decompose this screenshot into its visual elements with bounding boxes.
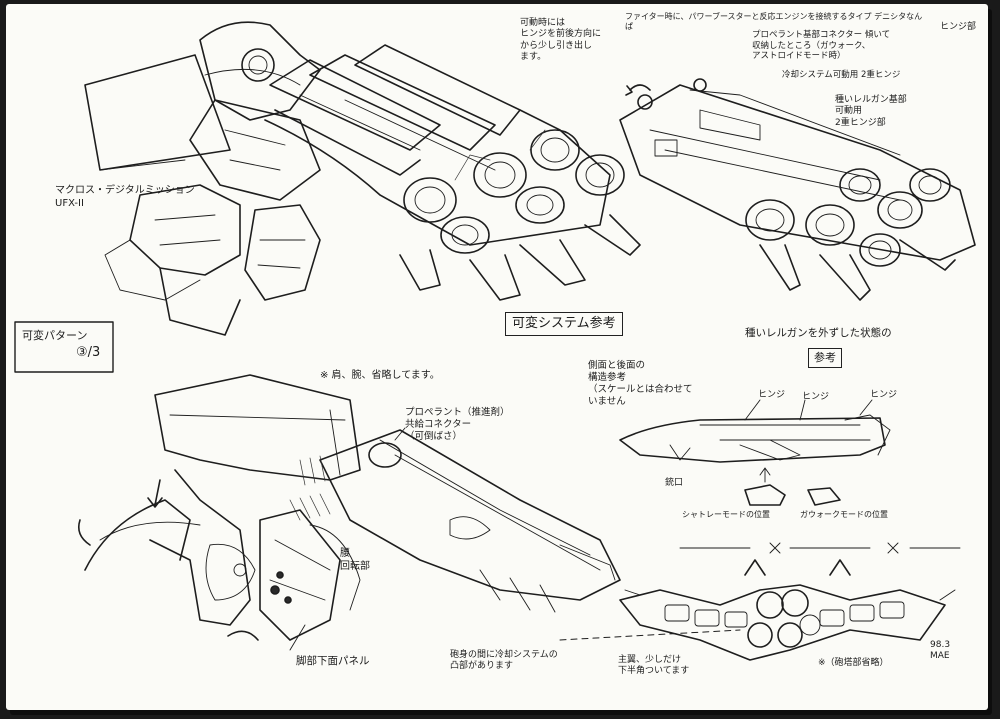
note-top: ファイター時に、パワーブースターと反応エンジンを接続するタイプ デニシタなんぱ: [625, 12, 923, 31]
note-cooling-between: 砲身の間に冷却システムの 凸部があります: [450, 650, 558, 672]
rear-view-sketch: [559, 559, 956, 661]
note-removed-ref: 参考: [808, 348, 842, 368]
note-barrel: 銃口: [665, 478, 684, 488]
joint-closeup-sketch: [77, 374, 621, 651]
main-unit-sketch: [84, 21, 641, 336]
note-hinge-c: ヒンジ: [870, 390, 898, 400]
note-propellant2: プロペラント（推進剤） 共給コネクター （可倒ばさ）: [405, 407, 510, 442]
pattern-number: ③/3: [76, 345, 101, 360]
note-hinge-b: ヒンジ: [802, 392, 830, 402]
pattern-label: 可変パターン: [22, 329, 88, 342]
note-leg-panel: 脚部下面パネル: [296, 655, 370, 667]
note-propellant: プロペラント基部コネクター 傾いて 収納したところ（ガウォーク、 アストロイドモ…: [752, 30, 891, 62]
signature: 98.3 MAE: [930, 640, 951, 662]
system-ref-label: 可変システム参考: [505, 312, 623, 337]
note-cooling: 冷却システム可動用 2重ヒンジ: [782, 70, 901, 80]
note-hinge-part: ヒンジ部: [940, 22, 977, 32]
side-profile-sketch: [619, 399, 961, 554]
stowed-unit-sketch: [619, 78, 976, 301]
note-side-rear: 側面と後面の 構造参考 （スケールとは合わせて いません: [588, 360, 693, 407]
note-removed: 種いレルガンを外ずした状態の: [745, 327, 892, 339]
note-waist: 腰 回転部: [340, 548, 370, 572]
note-heavy: 種いレルガン基部 可動用 2重ヒンジ部: [835, 95, 907, 128]
note-topleft: 可動時には ヒンジを前後方向に から少し引き出し ます。: [520, 18, 602, 62]
note-shutter: シャトレーモードの位置: [682, 510, 770, 519]
title-note: マクロス・デジタルミッション UFX-II: [55, 185, 195, 209]
note-omit: ※ 肩、腕、省略してます。: [320, 370, 440, 381]
pattern-box: 可変パターン ③/3: [18, 325, 112, 369]
note-gawalk: ガウォークモードの位置: [800, 510, 888, 519]
note-hinge-a: ヒンジ: [758, 390, 786, 400]
note-main-wing: 主翼、少しだけ 下半角ついてます: [618, 655, 690, 677]
note-gun-ref: ※（砲塔部省略）: [818, 658, 889, 668]
